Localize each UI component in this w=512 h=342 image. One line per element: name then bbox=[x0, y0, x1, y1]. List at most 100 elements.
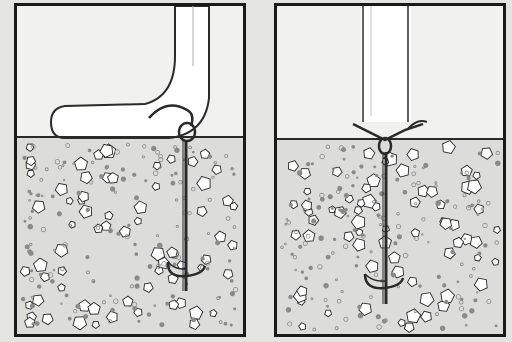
pebble bbox=[333, 238, 335, 240]
pebble bbox=[177, 252, 179, 254]
pebble bbox=[88, 149, 91, 152]
pebble bbox=[210, 312, 212, 314]
pebble bbox=[171, 295, 175, 299]
panel-right bbox=[274, 3, 506, 337]
pebble bbox=[495, 325, 497, 327]
pebble bbox=[230, 324, 232, 326]
pebble bbox=[328, 195, 332, 199]
pebble bbox=[110, 187, 114, 191]
pebble bbox=[444, 300, 448, 304]
pebble bbox=[286, 308, 291, 313]
pebble bbox=[30, 270, 32, 272]
pebble bbox=[148, 265, 152, 269]
pebble bbox=[86, 208, 90, 212]
pebble bbox=[446, 200, 449, 203]
pebble bbox=[312, 219, 316, 223]
pebble bbox=[134, 243, 137, 246]
pebble bbox=[297, 171, 302, 176]
pebble bbox=[138, 320, 140, 322]
pebble bbox=[160, 323, 164, 327]
pebble bbox=[353, 229, 356, 232]
pebble bbox=[495, 161, 500, 166]
pebble bbox=[23, 156, 26, 159]
pebble bbox=[192, 318, 196, 322]
pebble bbox=[147, 313, 151, 317]
pebble bbox=[471, 204, 474, 207]
pebble bbox=[474, 299, 477, 302]
pebble bbox=[32, 323, 34, 325]
pebble bbox=[308, 198, 310, 200]
pebble bbox=[376, 315, 380, 319]
pebble bbox=[134, 196, 138, 200]
pebble bbox=[391, 273, 394, 276]
pebble bbox=[117, 232, 120, 235]
pebble bbox=[299, 245, 302, 248]
pebble bbox=[467, 177, 470, 180]
pebble bbox=[157, 243, 162, 248]
pebble bbox=[21, 297, 25, 301]
pebble bbox=[145, 180, 147, 182]
pebble bbox=[396, 178, 399, 181]
pebble bbox=[436, 201, 441, 206]
pebble bbox=[358, 305, 362, 309]
pebble bbox=[68, 317, 71, 320]
pebble bbox=[376, 174, 378, 176]
pebble bbox=[51, 280, 55, 284]
pebble bbox=[193, 151, 195, 153]
pebble bbox=[151, 146, 156, 151]
pebble bbox=[305, 277, 308, 280]
pebble bbox=[344, 211, 346, 213]
pebble bbox=[133, 307, 137, 311]
pebble bbox=[77, 191, 81, 195]
pebble bbox=[135, 253, 138, 256]
pebble bbox=[484, 244, 488, 248]
pebble bbox=[352, 146, 355, 149]
pebble bbox=[306, 162, 309, 165]
pebble bbox=[320, 197, 324, 201]
pebble bbox=[374, 166, 376, 168]
pebble bbox=[457, 281, 459, 283]
pebble bbox=[437, 275, 440, 278]
pebble bbox=[105, 166, 108, 169]
pebble bbox=[301, 271, 303, 273]
pebble bbox=[403, 190, 407, 194]
pebble bbox=[135, 276, 140, 281]
pebble bbox=[65, 294, 68, 297]
pebble bbox=[175, 148, 180, 153]
pebble bbox=[424, 163, 428, 167]
pebble bbox=[339, 209, 341, 211]
pebble bbox=[233, 173, 235, 175]
pebble bbox=[86, 256, 89, 259]
pebble bbox=[208, 155, 212, 159]
pebble bbox=[345, 208, 348, 211]
pebble bbox=[30, 193, 32, 195]
pebble bbox=[171, 181, 175, 185]
pebble bbox=[478, 252, 481, 255]
pebble bbox=[451, 250, 455, 254]
pebble bbox=[230, 292, 234, 296]
pebble bbox=[344, 193, 348, 197]
pebble bbox=[206, 267, 209, 270]
pebble bbox=[37, 194, 40, 197]
pebble bbox=[171, 174, 173, 176]
pebble bbox=[470, 309, 475, 314]
pebble bbox=[57, 212, 61, 216]
pebble bbox=[358, 313, 363, 318]
pebble bbox=[343, 158, 345, 160]
pebble bbox=[108, 229, 112, 233]
pebble bbox=[24, 220, 26, 222]
pebble bbox=[311, 163, 313, 165]
pebble bbox=[338, 186, 342, 190]
pebble bbox=[478, 152, 481, 155]
pebble bbox=[352, 171, 355, 174]
pebble bbox=[25, 245, 29, 249]
pebble bbox=[355, 265, 358, 268]
pebble bbox=[309, 266, 313, 270]
pebble bbox=[327, 305, 329, 307]
pebble bbox=[352, 185, 355, 188]
pebble bbox=[30, 304, 34, 308]
pebble bbox=[289, 203, 292, 206]
straight-post bbox=[361, 6, 411, 122]
pebble bbox=[324, 283, 329, 288]
